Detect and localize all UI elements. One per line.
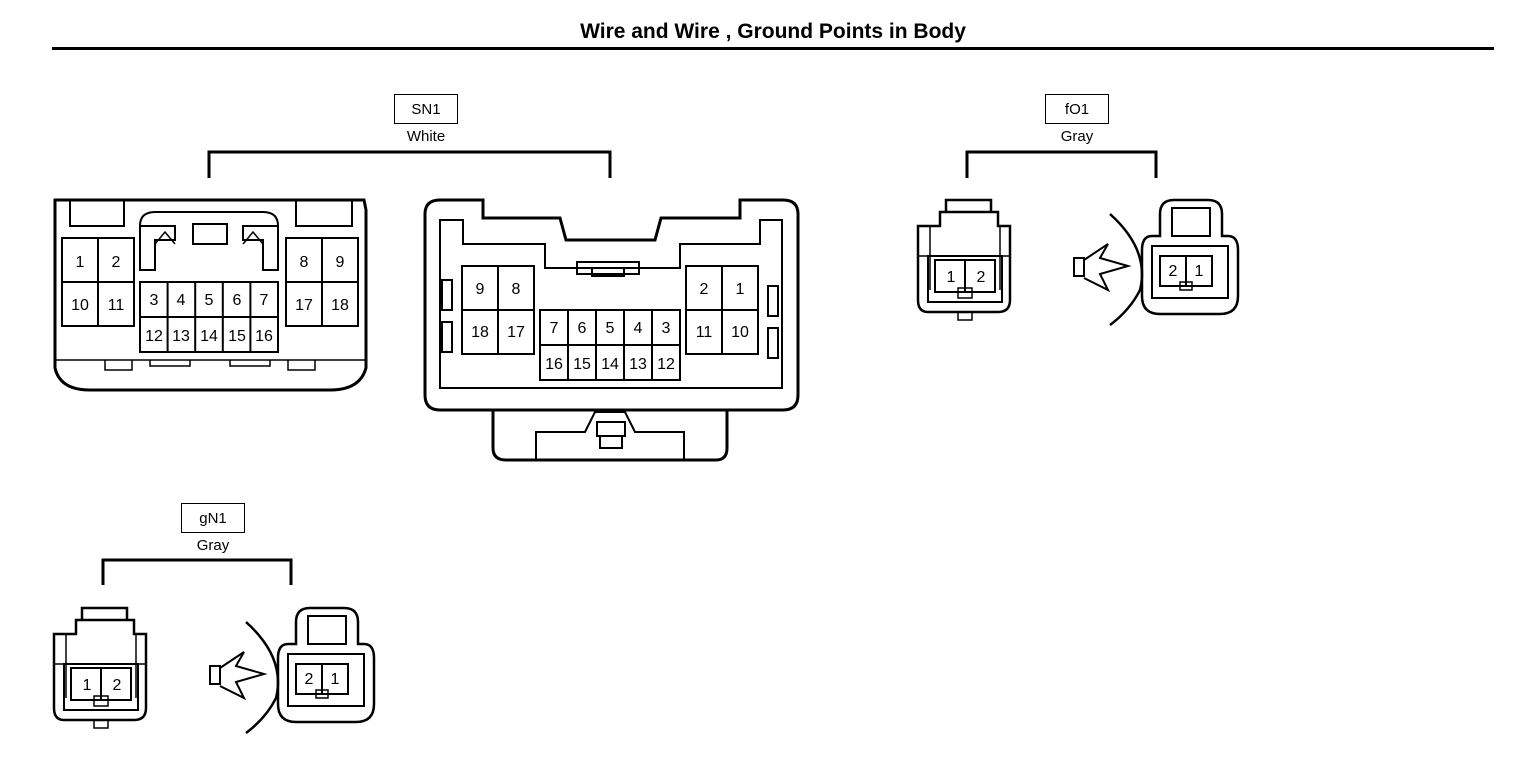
pin-label: 2 xyxy=(305,671,314,688)
pin-label: 18 xyxy=(471,324,489,341)
title-rule xyxy=(52,47,1494,50)
pin-label: 14 xyxy=(601,356,619,373)
pin-label: 10 xyxy=(71,297,89,314)
gn1-male-connector xyxy=(52,606,148,729)
pin-label: 2 xyxy=(700,281,709,298)
pin-label: 16 xyxy=(255,328,273,345)
pin-label: 11 xyxy=(108,297,125,314)
pin-label: 2 xyxy=(112,254,121,271)
pin-label: 15 xyxy=(228,328,246,345)
pin-label: 4 xyxy=(177,292,186,309)
pin-label: 12 xyxy=(657,356,675,373)
pin-label: 2 xyxy=(113,677,122,694)
fo1-female-connector xyxy=(1073,198,1240,326)
pin-label: 17 xyxy=(507,324,525,341)
pin-label: 1 xyxy=(947,269,956,286)
pin-label: 15 xyxy=(573,356,591,373)
pin-label: 1 xyxy=(1195,263,1204,280)
pin-label: 2 xyxy=(977,269,986,286)
pin-label: 17 xyxy=(295,297,313,314)
pin-label: 2 xyxy=(1169,263,1178,280)
pin-labels: 1 2 10 11 8 9 17 18 3 4 5 6 7 12 13 14 1… xyxy=(71,254,1203,694)
pin-label: 13 xyxy=(172,328,190,345)
gn1-female-connector xyxy=(209,606,376,734)
pin-label: 1 xyxy=(736,281,745,298)
fo1-male-connector xyxy=(916,198,1012,321)
pin-label: 9 xyxy=(476,281,485,298)
page-title: Wire and Wire , Ground Points in Body xyxy=(580,20,966,43)
pin-label: 7 xyxy=(550,320,559,337)
sn1-bracket xyxy=(207,150,612,178)
pin-label: 6 xyxy=(233,292,242,309)
pin-label: 1 xyxy=(76,254,85,271)
pin-label: 10 xyxy=(731,324,749,341)
pin-label: 14 xyxy=(200,328,218,345)
pin-label: 5 xyxy=(606,320,615,337)
sn1-code-label: SN1 xyxy=(394,94,458,124)
pin-label: 4 xyxy=(634,320,643,337)
pin-label: 9 xyxy=(336,254,345,271)
pin-label: 12 xyxy=(145,328,163,345)
fo1-color-label: Gray xyxy=(1060,128,1094,145)
sn1-color-label: White xyxy=(406,128,446,145)
pin-label: 3 xyxy=(150,292,159,309)
gn1-code-label: gN1 xyxy=(181,503,245,533)
pin-label: 6 xyxy=(578,320,587,337)
pin-label: 13 xyxy=(629,356,647,373)
pin-label: 5 xyxy=(205,292,214,309)
gn1-bracket xyxy=(101,558,293,585)
sn1-male-connector xyxy=(53,198,368,392)
pin-label: 8 xyxy=(300,254,309,271)
pin-label: 1 xyxy=(331,671,340,688)
pin-label: 11 xyxy=(696,324,713,341)
pin-label: 1 xyxy=(83,677,92,694)
sn1-female-connector xyxy=(423,198,800,462)
gn1-color-label: Gray xyxy=(196,537,230,554)
fo1-bracket xyxy=(965,150,1158,178)
pin-label: 7 xyxy=(260,292,269,309)
pin-label: 18 xyxy=(331,297,349,314)
fo1-code-label: fO1 xyxy=(1045,94,1109,124)
pin-label: 16 xyxy=(545,356,563,373)
pin-label: 3 xyxy=(662,320,671,337)
pin-label: 8 xyxy=(512,281,521,298)
